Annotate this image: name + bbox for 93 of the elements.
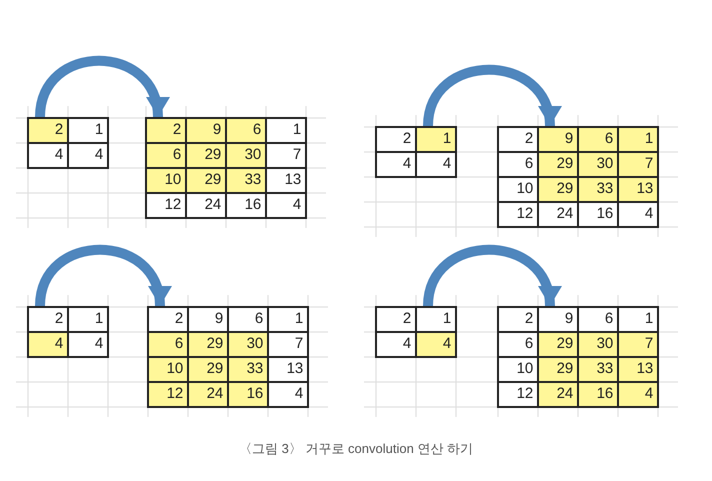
- kernel-cell: 4: [28, 143, 68, 168]
- grid-cell: 7: [618, 332, 658, 358]
- kernel-cell: 2: [376, 127, 416, 152]
- grid-cell: 9: [188, 307, 228, 332]
- grid-cell: 33: [228, 357, 268, 382]
- grid-cell: 13: [618, 177, 658, 202]
- grid-cell: 13: [266, 168, 306, 194]
- grid-cell: 10: [146, 168, 186, 194]
- kernel-cell: 1: [416, 307, 456, 332]
- grid-cell: 9: [538, 307, 578, 332]
- grid-cell: 1: [266, 118, 306, 144]
- grid-cell: 2: [148, 307, 188, 332]
- grid-cell: 30: [226, 143, 266, 168]
- output-table: [145, 117, 307, 219]
- grid-cell: 30: [578, 152, 618, 178]
- grid-cell: 10: [498, 357, 538, 382]
- grid-cell: 16: [228, 382, 268, 408]
- grid-cell: 2: [498, 307, 538, 332]
- output-table: [497, 306, 659, 408]
- grid-cell: 33: [578, 177, 618, 202]
- grid-cell: 12: [498, 382, 538, 408]
- kernel-cell: 1: [68, 118, 108, 144]
- grid-cell: 6: [498, 332, 538, 358]
- grid-cell: 24: [188, 382, 228, 408]
- grid-cell: 30: [228, 332, 268, 358]
- kernel-table: [27, 117, 109, 169]
- kernel-cell: 4: [28, 332, 68, 358]
- grid-cell: 6: [146, 143, 186, 168]
- grid-cell: 29: [188, 357, 228, 382]
- grid-cell: 1: [268, 307, 308, 332]
- curved-arrow: [35, 56, 168, 118]
- grid-cell: 12: [498, 202, 538, 228]
- curved-arrow: [423, 244, 560, 307]
- grid-cell: 29: [186, 143, 226, 168]
- kernel-table: [375, 306, 457, 358]
- kernel-cell: 4: [376, 152, 416, 178]
- grid-cell: 29: [538, 177, 578, 202]
- grid-cell: 24: [538, 382, 578, 408]
- figure-caption: 〈그림 3〉 거꾸로 convolution 연산 하기: [238, 441, 474, 456]
- grid-cell: 4: [266, 193, 306, 218]
- grid-cell: 2: [146, 118, 186, 144]
- grid-cell: 12: [146, 193, 186, 218]
- grid-cell: 7: [268, 332, 308, 358]
- grid-cell: 29: [188, 332, 228, 358]
- grid-cell: 1: [618, 127, 658, 152]
- output-table: [147, 306, 309, 408]
- grid-cell: 4: [268, 382, 308, 408]
- grid-cell: 12: [148, 382, 188, 408]
- grid-cell: 1: [618, 307, 658, 332]
- grid-cell: 33: [226, 168, 266, 194]
- grid-cell: 16: [578, 382, 618, 408]
- grid-cell: 9: [186, 118, 226, 144]
- grid-cell: 29: [538, 332, 578, 358]
- kernel-cell: 4: [68, 332, 108, 358]
- grid-cell: 33: [578, 357, 618, 382]
- kernel-cell: 1: [68, 307, 108, 332]
- grid-cell: 6: [578, 307, 618, 332]
- kernel-cell: 2: [28, 118, 68, 144]
- grid-cell: 29: [186, 168, 226, 194]
- kernel-cell: 4: [68, 143, 108, 168]
- kernel-cell: 4: [376, 332, 416, 358]
- grid-cell: 9: [538, 127, 578, 152]
- curved-arrow: [35, 244, 170, 307]
- kernel-table: [375, 126, 457, 178]
- grid-cell: 6: [226, 118, 266, 144]
- kernel-cell: 2: [28, 307, 68, 332]
- curved-arrow: [423, 64, 560, 127]
- grid-cell: 16: [578, 202, 618, 228]
- grid-cell: 10: [498, 177, 538, 202]
- kernel-cell: 4: [416, 152, 456, 178]
- grid-cell: 13: [618, 357, 658, 382]
- grid-cell: 29: [538, 357, 578, 382]
- output-table: [497, 126, 659, 228]
- grid-cell: 30: [578, 332, 618, 358]
- grid-cell: 16: [226, 193, 266, 218]
- kernel-table: [27, 306, 109, 358]
- grid-cell: 7: [618, 152, 658, 178]
- grid-cell: 6: [498, 152, 538, 178]
- grid-cell: 4: [618, 202, 658, 228]
- kernel-cell: 4: [416, 332, 456, 358]
- grid-cell: 4: [618, 382, 658, 408]
- kernel-cell: 2: [376, 307, 416, 332]
- grid-cell: 24: [186, 193, 226, 218]
- grid-cell: 6: [228, 307, 268, 332]
- grid-cell: 7: [266, 143, 306, 168]
- grid-cell: 6: [578, 127, 618, 152]
- grid-cell: 10: [148, 357, 188, 382]
- grid-cell: 6: [148, 332, 188, 358]
- grid-cell: 2: [498, 127, 538, 152]
- grid-cell: 13: [268, 357, 308, 382]
- grid-cell: 24: [538, 202, 578, 228]
- kernel-cell: 1: [416, 127, 456, 152]
- grid-cell: 29: [538, 152, 578, 178]
